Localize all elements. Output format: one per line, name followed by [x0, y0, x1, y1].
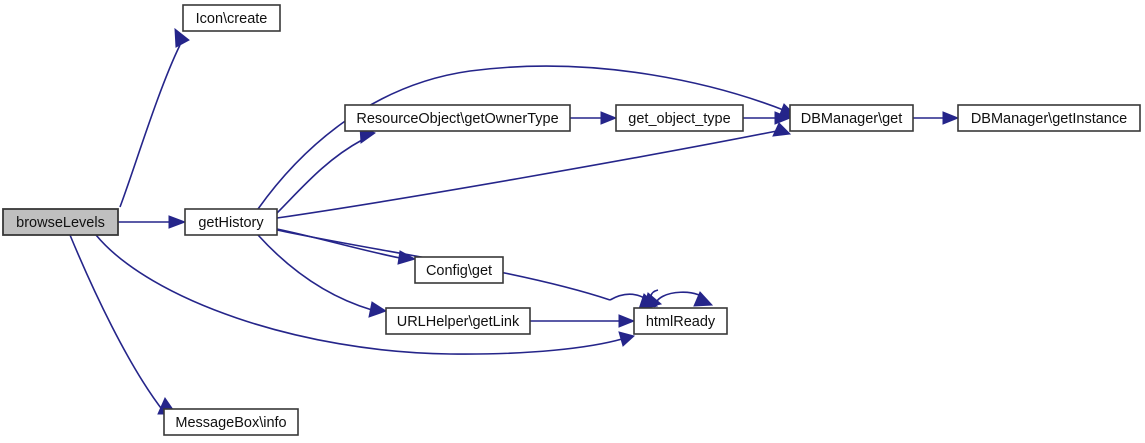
edge-arrowhead: [618, 314, 636, 328]
edge-dbmanagerget-to-dbmanagergetinstance: [913, 111, 960, 125]
node-label: Icon\create: [196, 11, 268, 27]
node-box[interactable]: [163, 408, 299, 436]
edge-gethistory-to-resourceobjectgetownertype: [276, 125, 376, 214]
edge-arrowhead: [368, 301, 388, 318]
edge-browselevels-to-messageboxinfo: [69, 234, 177, 415]
edge-browselevels-to-iconcreate: [119, 27, 190, 208]
edge-arrowhead: [618, 331, 636, 347]
edge-path: [257, 234, 373, 311]
edge-path: [119, 44, 181, 208]
node-box[interactable]: [789, 104, 914, 132]
node-dbmanagergetinstance[interactable]: DBManager\getInstance: [957, 104, 1141, 132]
node-box[interactable]: [385, 307, 531, 335]
edge-path: [95, 234, 623, 355]
edge-arrowhead: [693, 291, 714, 307]
node-box[interactable]: [344, 104, 571, 132]
node-box[interactable]: [414, 256, 504, 284]
edge-htmlready-self-loop: [643, 289, 714, 309]
node-box[interactable]: [182, 4, 281, 32]
node-box[interactable]: [615, 104, 744, 132]
edge-browselevels-to-gethistory: [118, 215, 187, 229]
node-label: ResourceObject\getOwnerType: [356, 111, 558, 127]
edge-path: [69, 234, 165, 413]
node-label: DBManager\getInstance: [971, 111, 1127, 127]
edge-arrowhead: [174, 27, 190, 48]
edge-arrowhead: [168, 215, 187, 229]
node-messageboxinfo[interactable]: MessageBox\info: [163, 408, 299, 436]
node-label: getHistory: [198, 215, 264, 231]
edge-path: [257, 65, 787, 210]
edge-path: [276, 228, 401, 259]
edge-gethistory-to-urlhelpergetlink: [257, 234, 388, 318]
node-iconcreate[interactable]: Icon\create: [182, 4, 281, 32]
node-browselevels[interactable]: browseLevels: [2, 208, 119, 236]
edge-browselevels-to-htmlready: [95, 234, 636, 355]
node-layer: browseLevels Icon\create getHistory Reso…: [2, 4, 1141, 436]
node-urlhelpergetlink[interactable]: URLHelper\getLink: [385, 307, 531, 335]
node-box[interactable]: [957, 104, 1141, 132]
edge-getobjecttype-to-dbmanagerget: [743, 111, 792, 125]
edge-resourceobjectgetownertype-to-getobjecttype: [570, 111, 618, 125]
node-htmlready[interactable]: htmlReady: [633, 307, 728, 335]
node-label: URLHelper\getLink: [397, 314, 520, 330]
node-configget[interactable]: Config\get: [414, 256, 504, 284]
edge-arrowhead: [643, 292, 663, 309]
edge-arrowhead: [600, 111, 618, 125]
edge-arrowhead: [942, 111, 960, 125]
node-box[interactable]: [2, 208, 119, 236]
node-label: DBManager\get: [801, 111, 903, 127]
edge-arrowhead: [774, 111, 792, 125]
edge-gethistory-to-dbmanagerget-arc: [257, 65, 799, 210]
edge-path: [276, 129, 783, 219]
edge-path: [609, 293, 647, 301]
node-box[interactable]: [633, 307, 728, 335]
node-label: MessageBox\info: [175, 415, 286, 431]
edge-urlhelpergetlink-to-htmlready: [530, 314, 636, 328]
node-label: Config\get: [426, 263, 492, 279]
node-box[interactable]: [184, 208, 278, 236]
edge-gethistory-to-dbmanagerget-direct: [276, 122, 792, 219]
node-label: htmlReady: [646, 314, 716, 330]
node-dbmanagerget[interactable]: DBManager\get: [789, 104, 914, 132]
node-getobjecttype[interactable]: get_object_type: [615, 104, 744, 132]
node-label: browseLevels: [16, 215, 105, 231]
node-resourceobjectgetownertype[interactable]: ResourceObject\getOwnerType: [344, 104, 571, 132]
node-gethistory[interactable]: getHistory: [184, 208, 278, 236]
edge-path: [276, 139, 363, 214]
edge-arrowhead: [772, 122, 792, 137]
node-label: get_object_type: [628, 111, 730, 127]
